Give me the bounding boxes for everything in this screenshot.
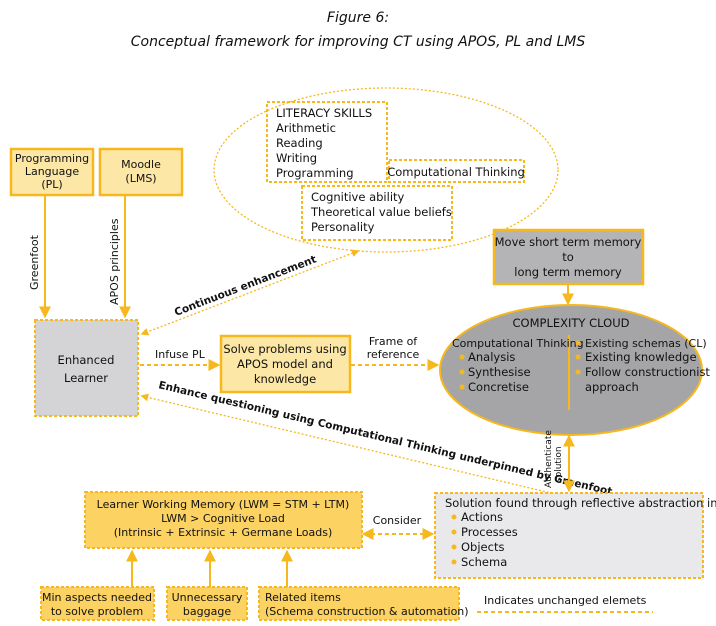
node-label: Solve problems using (223, 342, 346, 356)
node-label: APOS model and (237, 357, 333, 371)
min-aspects-box: Min aspects needed to solve problem (40, 586, 155, 621)
node-label: to (562, 250, 574, 264)
cloud-right-item: Existing schemas (CL) (585, 337, 707, 350)
node-label: Move short term memory (495, 235, 642, 249)
computational-thinking-label: Computational Thinking (387, 165, 525, 179)
literacy-skills-box: LITERACY SKILLS Arithmetic Reading Writi… (266, 101, 388, 183)
infuse-pl-label: Infuse PL (155, 348, 206, 361)
cloud-left-heading: Computational Thinking (452, 337, 584, 350)
cognitive-item: Theoretical value beliefs (310, 205, 452, 219)
cloud-right-item: approach (585, 380, 639, 394)
node-label: to solve problem (51, 605, 143, 618)
node-label: (PL) (41, 178, 62, 191)
node-label: Enhanced (58, 353, 115, 367)
node-label: Language (25, 165, 80, 178)
solve-problems-box: Solve problems using APOS model and know… (219, 334, 352, 394)
continuous-enhancement-label: Continuous enhancement (173, 253, 318, 318)
literacy-item: Writing (276, 151, 317, 165)
continuous-enhancement-arrow (140, 249, 360, 336)
bullet-icon (575, 354, 581, 360)
unnecessary-baggage-box: Unnecessary baggage (166, 586, 248, 621)
cloud-right-item: Existing knowledge (585, 350, 697, 364)
solution-item: Processes (461, 525, 518, 539)
bullet-icon (575, 340, 581, 346)
solution-item: Actions (461, 510, 503, 524)
cognitive-item: Cognitive ability (311, 190, 405, 204)
node-label: baggage (183, 605, 231, 618)
authenticate-solution-label: solution (554, 446, 564, 482)
bullet-icon (459, 369, 465, 375)
complexity-cloud: COMPLEXITY CLOUD Computational Thinking … (439, 304, 710, 436)
node-label: long term memory (514, 265, 622, 279)
enhanced-learner-box: Enhanced Learner (34, 319, 139, 417)
bullet-icon (451, 559, 457, 565)
literacy-ellipse (213, 87, 559, 253)
cloud-right-item: Follow constructionist (585, 365, 710, 379)
computational-thinking-box: Computational Thinking (387, 159, 525, 183)
bullet-icon (451, 529, 457, 535)
node-label: Moodle (121, 158, 161, 171)
complexity-cloud-title: COMPLEXITY CLOUD (513, 316, 630, 330)
bullet-icon (459, 384, 465, 390)
solution-item: Objects (461, 540, 504, 554)
node-label: (Intrinsic + Extrinsic + Germane Loads) (114, 526, 333, 539)
move-memory-box: Move short term memory to long term memo… (492, 228, 645, 286)
node-label: Programming (15, 152, 89, 165)
node-label: Learner Working Memory (LWM = STM + LTM) (97, 498, 350, 511)
legend-label: Indicates unchanged elemets (484, 594, 647, 607)
literacy-item: Programming (276, 166, 354, 180)
literacy-skills-heading: LITERACY SKILLS (276, 106, 372, 120)
node-label: (LMS) (125, 172, 156, 185)
authenticate-solution-label: Authenticate (544, 430, 554, 488)
bullet-icon (575, 369, 581, 375)
figure-caption: Conceptual framework for improving CT us… (131, 34, 586, 50)
bullet-icon (451, 514, 457, 520)
bullet-icon (459, 354, 465, 360)
node-label: knowledge (254, 372, 316, 386)
node-label: Related items (265, 591, 341, 604)
programming-language-box: Programming Language (PL) (9, 147, 95, 197)
moodle-box: Moodle (LMS) (98, 147, 184, 197)
cognitive-item: Personality (311, 220, 375, 234)
legend: Indicates unchanged elemets (477, 594, 653, 613)
figure-number: Figure 6: (327, 10, 389, 26)
frame-of-reference-label: Frame of (369, 335, 418, 348)
bullet-icon (451, 544, 457, 550)
cognitive-box: Cognitive ability Theoretical value beli… (301, 185, 453, 241)
enhance-questioning-arrow (140, 393, 556, 495)
literacy-item: Reading (276, 136, 323, 150)
apos-principles-label: APOS principles (108, 218, 121, 305)
literacy-item: Arithmetic (276, 121, 336, 135)
solution-item: Schema (461, 555, 507, 569)
solution-found-box: Solution found through reflective abstra… (434, 492, 716, 579)
cloud-left-item: Concretise (468, 380, 529, 394)
node-label: Min aspects needed (42, 591, 152, 604)
node-label: Unnecessary (172, 591, 243, 604)
greenfoot-label: Greenfoot (28, 234, 41, 290)
working-memory-box: Learner Working Memory (LWM = STM + LTM)… (84, 491, 363, 549)
node-label: Learner (64, 371, 108, 385)
cloud-left-item: Synthesise (468, 365, 531, 379)
cloud-left-item: Analysis (468, 350, 515, 364)
solution-heading: Solution found through reflective abstra… (445, 496, 716, 510)
node-label: (Schema construction & automation) (265, 605, 469, 618)
related-items-box: Related items (Schema construction & aut… (258, 586, 469, 621)
consider-label: Consider (373, 514, 422, 527)
frame-of-reference-label: reference (367, 348, 420, 361)
node-label: LWM > Cognitive Load (161, 512, 285, 525)
